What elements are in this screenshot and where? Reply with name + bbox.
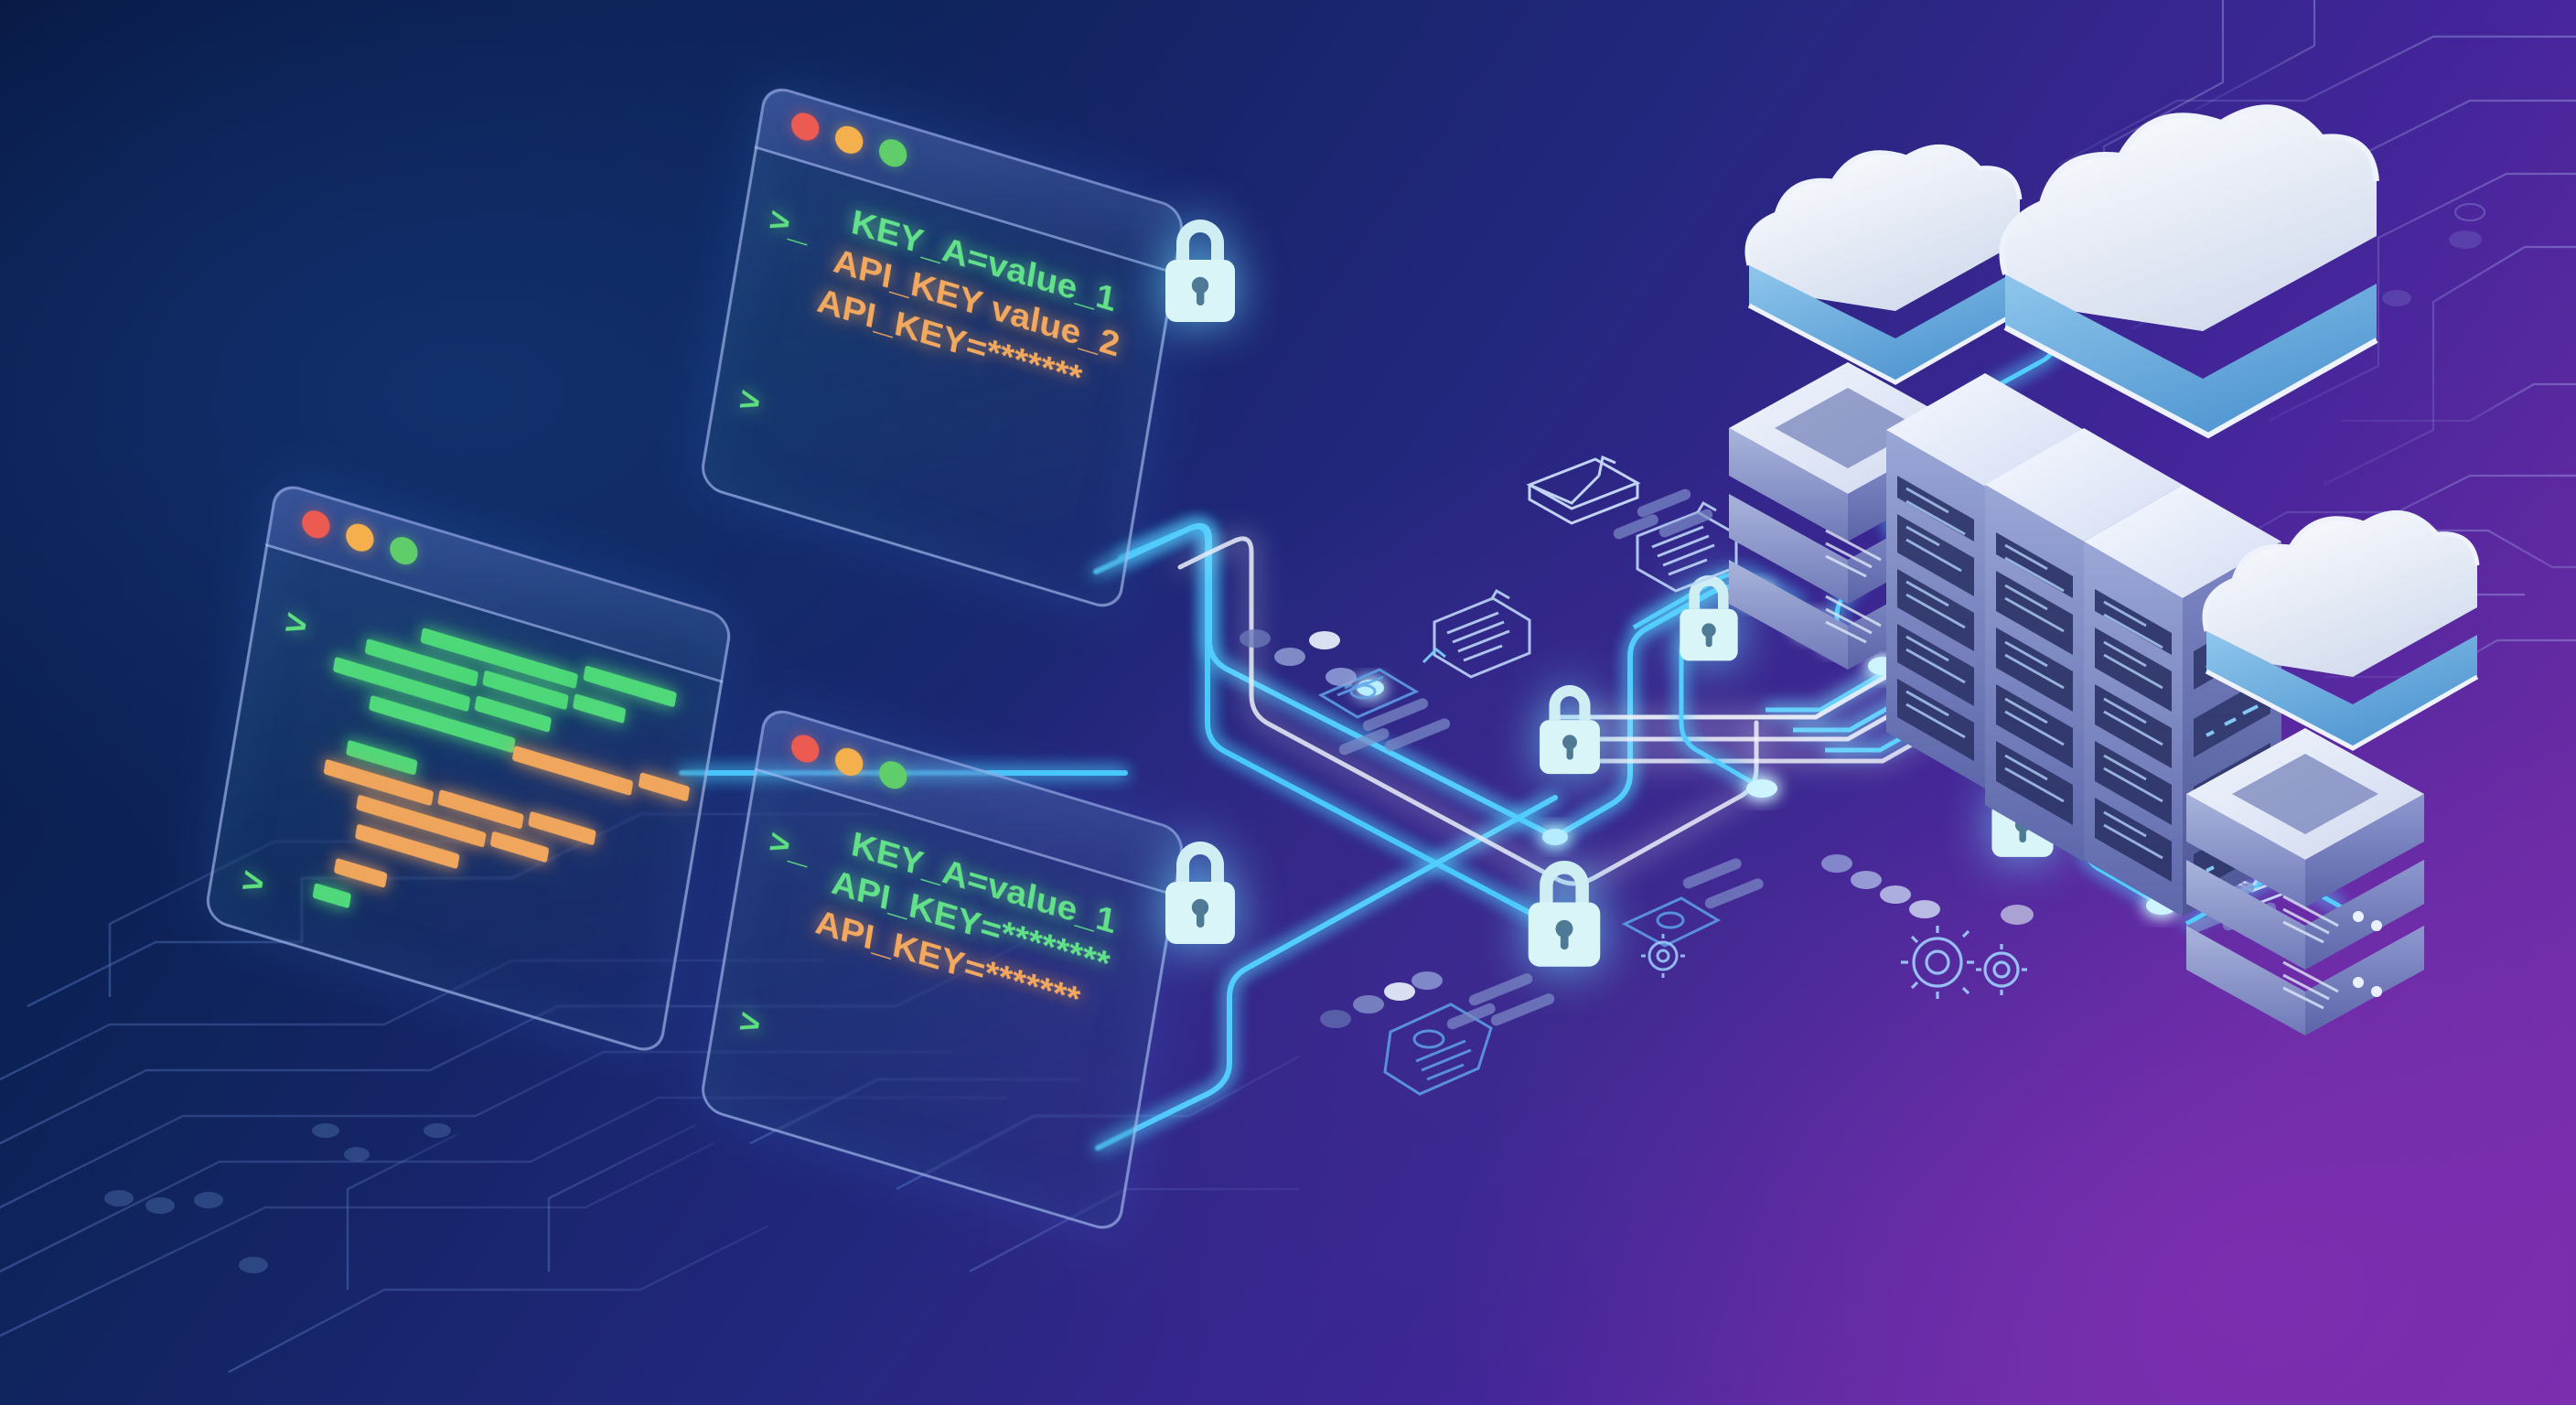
padlock-top-terminal	[1165, 220, 1235, 322]
gear-icon	[1901, 926, 2027, 999]
envelope-icon	[1526, 455, 1641, 525]
cable-pale-center	[1177, 536, 1759, 886]
cable-lower-route	[1095, 795, 1558, 1151]
padlock-path-lower	[1528, 861, 1601, 967]
certificate-icon	[1621, 896, 1722, 948]
cloud-node-left	[1744, 144, 2023, 385]
storage-stack-right	[2186, 728, 2424, 1035]
data-flow-dots	[1240, 629, 1940, 1028]
certificate-icon	[1383, 1003, 1493, 1096]
padlock-server-left	[1680, 575, 1738, 661]
certificate-icon	[1317, 668, 1420, 719]
circuit-nodes-left	[104, 1123, 451, 1273]
cloud-node-center	[1999, 104, 2379, 439]
padlock-bottom-terminal	[1165, 842, 1235, 944]
padlock-path-upper	[1540, 685, 1600, 775]
document-icon	[1422, 588, 1531, 679]
cloud-node-right	[2202, 509, 2480, 751]
gear-icon	[1641, 934, 1685, 978]
cable-top-route	[1093, 523, 1558, 840]
